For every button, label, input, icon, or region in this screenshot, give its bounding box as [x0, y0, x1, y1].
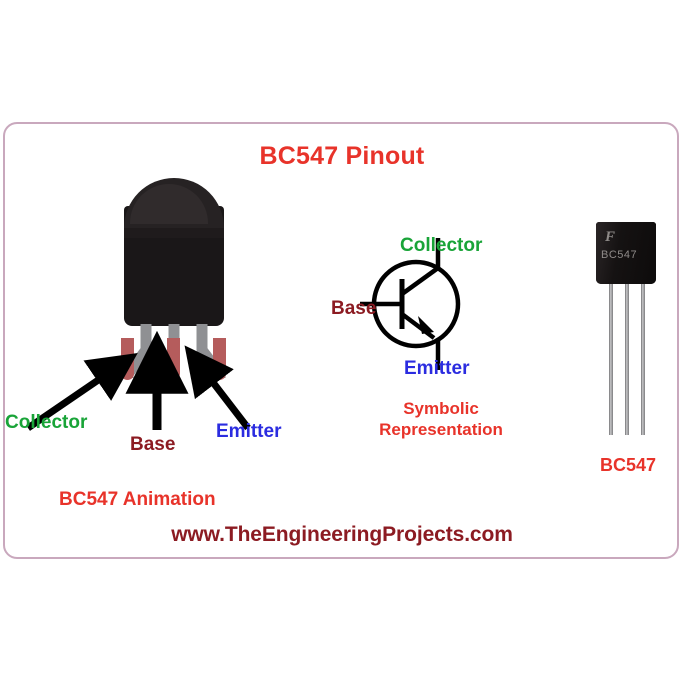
symbol-emitter-arrow [418, 316, 434, 334]
symbol-collector-lead [400, 266, 440, 296]
photo-package-body: F BC547 [596, 222, 656, 284]
caption-symbolic-line2: Representation [379, 420, 503, 439]
caption-symbolic-representation: Symbolic Representation [356, 398, 526, 440]
npn-transistor-symbol [360, 238, 461, 370]
photo-package-shading [596, 222, 656, 284]
photo-pin-2 [625, 280, 629, 435]
symbol-emitter-lead [400, 312, 436, 340]
bc547-photograph: F BC547 [596, 222, 658, 437]
transistor-body-ridge [124, 228, 224, 238]
label-collector-animation: Collector [5, 412, 88, 433]
photo-pin-3 [641, 280, 645, 435]
photo-package-marking: BC547 [601, 249, 638, 261]
page-title: BC547 Pinout [259, 142, 425, 170]
arrow-emitter [184, 345, 251, 431]
diagram-frame [3, 122, 679, 559]
caption-bc547-photo: BC547 [600, 455, 657, 475]
label-base-animation: Base [130, 434, 176, 455]
label-base-symbol: Base [331, 298, 377, 319]
caption-bc547-animation: BC547 Animation [59, 489, 216, 510]
arrow-collector [26, 353, 138, 431]
website-url: www.TheEngineeringProjects.com [171, 523, 513, 546]
label-emitter-animation: Emitter [216, 421, 282, 442]
label-emitter-symbol: Emitter [404, 358, 470, 379]
photo-pin-1 [609, 280, 613, 435]
caption-symbolic-line1: Symbolic [403, 399, 479, 418]
fairchild-logo-icon: F [605, 229, 616, 245]
label-collector-symbol: Collector [400, 235, 483, 256]
pin-callout-arrows [26, 330, 251, 431]
